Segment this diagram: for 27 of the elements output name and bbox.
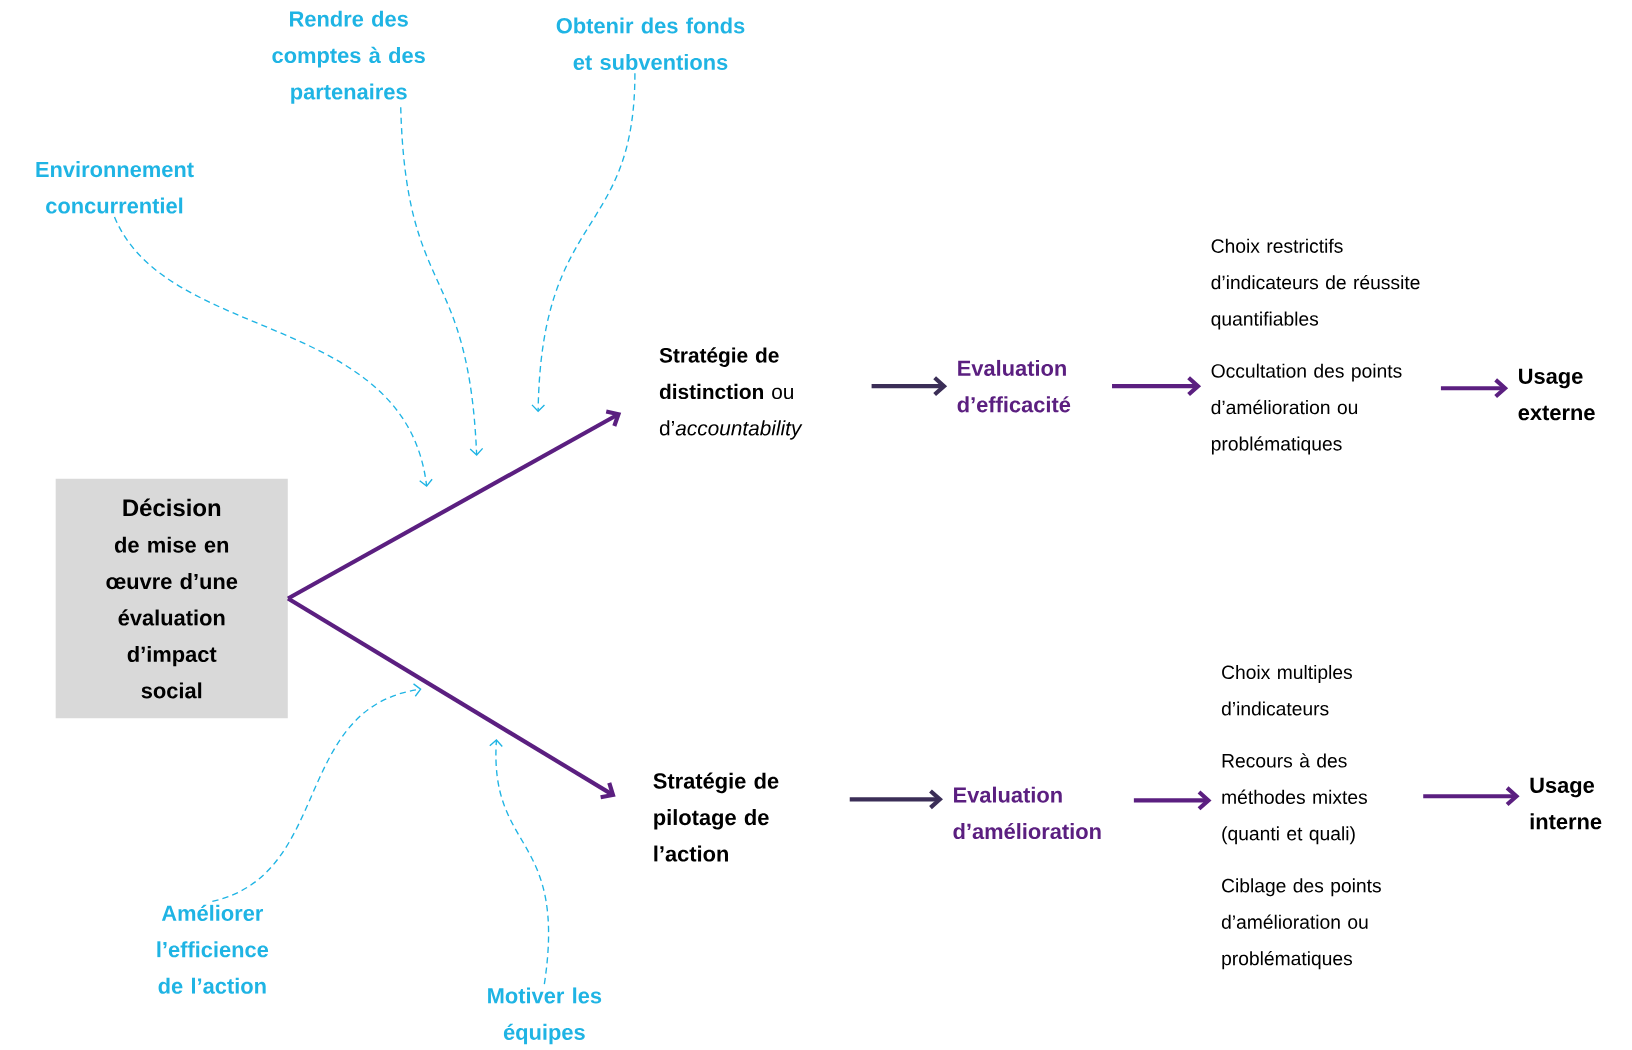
arrow xyxy=(287,409,622,601)
arrow xyxy=(1133,790,1212,811)
arrow xyxy=(871,376,948,396)
dashed-arrow xyxy=(400,106,484,456)
evaluation-text: Evaluation d’amélioration xyxy=(953,786,1101,840)
driver-text: Rendre des comptes à des partenaires xyxy=(272,10,425,104)
arrow xyxy=(849,789,943,810)
effects-text: Choix multiples d’indicateurs Recours à des méthodes mixtes (quanti et quali) Ciblage des points d’amélioration ou problématiques xyxy=(1221,664,1381,970)
arrow xyxy=(1112,376,1202,396)
dashed-arrow xyxy=(113,216,433,487)
driver-text: Environnement concurrentiel xyxy=(36,161,194,214)
usage-text: Usage interne xyxy=(1530,777,1602,830)
driver-text: Motiver les équipes xyxy=(488,987,602,1045)
dashed-arrow xyxy=(531,72,636,413)
decision-box: Décision de mise en œuvre d’une évaluation d’impact social xyxy=(55,478,288,719)
driver-text: Améliorer l’efficience de l’action xyxy=(157,904,269,994)
strategy-text: Stratégie de pilotage de l’action xyxy=(653,772,779,862)
effects-text: Choix restrictifs d’indicateurs de réussite quantifiables Occultation des points d’amélioration ou problématiques xyxy=(1211,238,1420,455)
arrow xyxy=(1423,786,1520,807)
arrow xyxy=(1440,378,1509,399)
arrow xyxy=(286,596,616,800)
dashed-arrow xyxy=(211,683,422,902)
strategy-text: Stratégie de distinction ou d’accountability xyxy=(659,347,803,440)
driver-text: Obtenir des fonds et subventions xyxy=(556,17,745,70)
usage-text: Usage externe xyxy=(1518,368,1595,421)
evaluation-text: Evaluation d’efficacité xyxy=(957,359,1071,413)
dashed-arrow xyxy=(489,738,549,985)
